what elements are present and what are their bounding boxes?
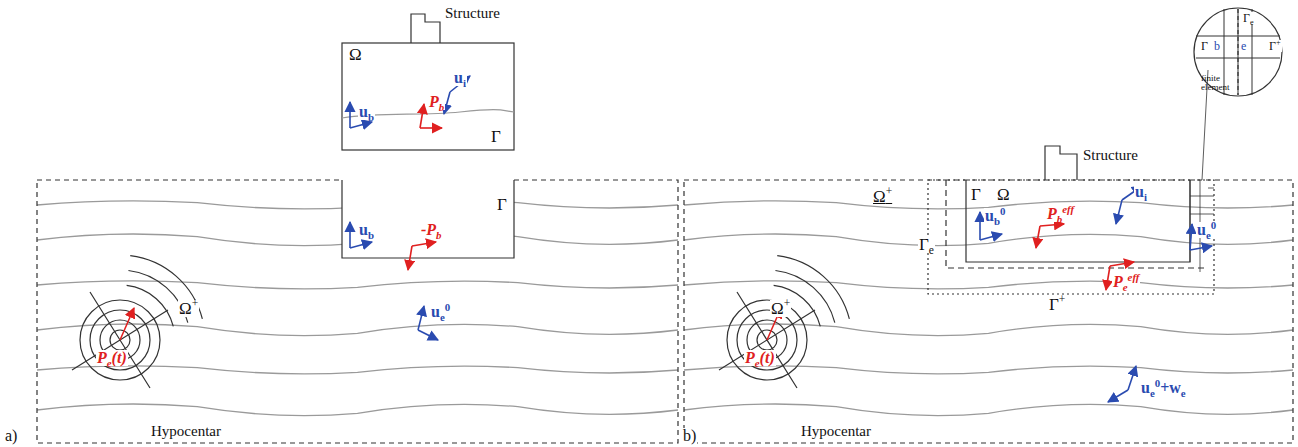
label: Ω+ — [770, 300, 791, 317]
vector-arrow — [1190, 246, 1212, 250]
wavefront — [130, 256, 202, 319]
label: Ω+ — [872, 188, 893, 205]
label: Γ+ — [1048, 296, 1066, 313]
soil-layer — [37, 281, 678, 289]
vector-arrow — [1110, 262, 1134, 266]
vector-arrow — [412, 242, 436, 246]
vector-arrow — [418, 306, 424, 330]
label: ub — [358, 104, 375, 120]
label: e — [1240, 40, 1247, 52]
label: ui — [453, 70, 467, 86]
label: Γe — [918, 236, 935, 253]
label: b — [1213, 40, 1221, 52]
vector-arrow — [408, 246, 412, 270]
vector-arrow — [1108, 390, 1128, 402]
vector-arrow — [1106, 266, 1110, 290]
soil-layer — [684, 366, 1293, 374]
vector-arrow — [350, 242, 372, 248]
soil-layer — [37, 404, 678, 416]
soil-layer — [684, 281, 1293, 289]
label: ue0 — [1196, 222, 1217, 238]
label: ue0 — [430, 304, 451, 320]
vector-arrow — [349, 222, 351, 248]
label: b) — [682, 428, 697, 444]
axis-line — [719, 292, 815, 388]
label: ub — [358, 222, 375, 238]
wavefront — [777, 256, 849, 319]
vector-arrow — [1116, 200, 1122, 224]
label: Structure — [444, 6, 501, 21]
label: -Pb — [420, 222, 443, 238]
label: Pbeff — [1046, 206, 1075, 222]
vector-arrow — [420, 104, 424, 128]
label: Ω+ — [178, 300, 199, 317]
vector-arrow — [1128, 366, 1136, 390]
vector-arrow — [418, 330, 438, 340]
vector-arrow — [1036, 226, 1040, 248]
label: a) — [4, 428, 18, 444]
wavefront — [727, 300, 807, 380]
label: Hypocentar — [800, 424, 872, 439]
axis-line — [72, 292, 168, 388]
label: ue0+we — [1140, 380, 1187, 396]
label: Γ — [1200, 40, 1209, 52]
vector-arrow — [120, 308, 134, 340]
label: Γ — [970, 186, 982, 203]
label: Γ+ — [1268, 40, 1282, 52]
label: Pe(t) — [744, 350, 776, 366]
vector-arrow — [1190, 224, 1192, 250]
label: finite element — [1200, 74, 1236, 92]
wavefront — [80, 300, 160, 380]
soil-layer — [684, 404, 1293, 416]
label: Ω — [348, 46, 363, 63]
label: Γe — [1242, 12, 1255, 24]
label: Structure — [1082, 148, 1139, 163]
label: ui — [1134, 184, 1148, 200]
label: Γ — [496, 196, 508, 213]
wavefront — [127, 285, 174, 326]
label: Pe(t) — [96, 350, 128, 366]
vector-arrow — [349, 102, 351, 128]
label: Pb — [428, 94, 445, 110]
label: Γ — [490, 128, 502, 145]
vector-arrow — [980, 234, 1002, 240]
label: Hypocentar — [150, 424, 222, 439]
vector-arrow — [979, 212, 981, 240]
label: Peeff — [1112, 274, 1140, 290]
label: ub0 — [984, 208, 1006, 224]
label: Ω — [996, 186, 1011, 203]
vector-arrow — [420, 127, 442, 129]
